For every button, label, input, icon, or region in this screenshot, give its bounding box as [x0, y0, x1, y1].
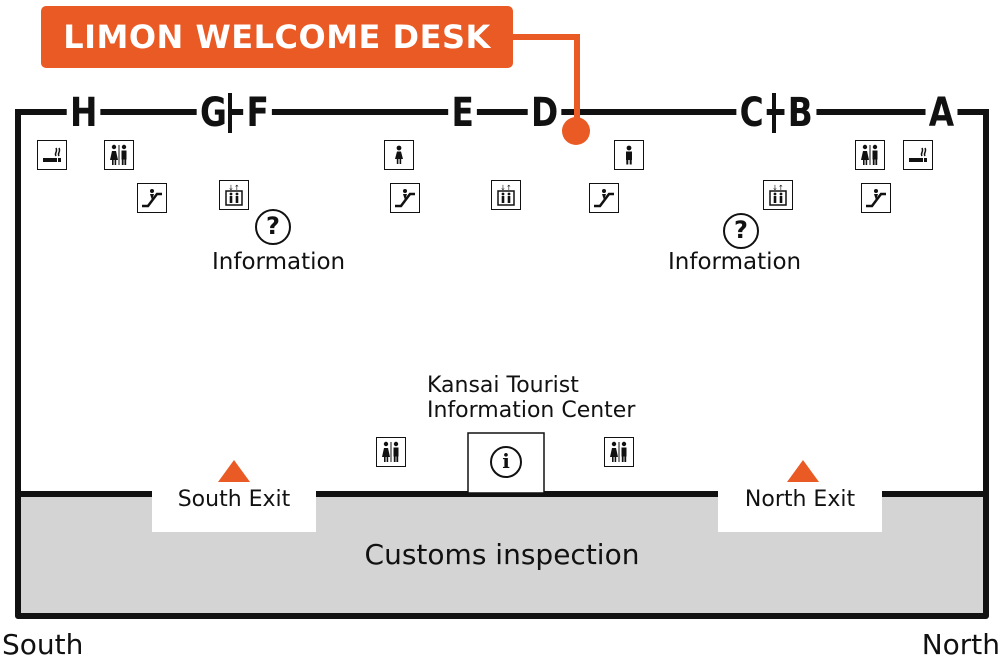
restroom-icon	[376, 437, 406, 467]
gate-f-label: F	[243, 88, 273, 138]
smoking-area-icon	[903, 140, 933, 170]
welcome-desk-marker	[562, 117, 590, 145]
elevator-icon: ↓↑	[763, 180, 793, 210]
elevator-icon: ↓↑	[219, 180, 249, 210]
information-icon: ?	[255, 209, 291, 245]
gate-c-label: C	[736, 88, 767, 138]
north-exit-gap	[718, 488, 882, 532]
south-exit-gap	[152, 488, 316, 532]
banner-leader-line	[505, 34, 580, 128]
gate-c-b-divider	[772, 93, 776, 133]
tourist-center-label-line2: Information Center	[427, 398, 636, 423]
svg-text:↓↑: ↓↑	[772, 184, 784, 192]
north-exit-label: North Exit	[744, 487, 856, 512]
svg-text:↓↑: ↓↑	[500, 184, 512, 192]
customs-inspection-label: Customs inspection	[364, 538, 640, 571]
gate-h-label: H	[66, 88, 101, 138]
information-icon: ?	[723, 213, 759, 249]
gate-d-label: D	[527, 88, 562, 138]
escalator-icon	[137, 183, 167, 213]
tourist-center-label-line1: Kansai Tourist	[427, 373, 579, 398]
womens-restroom-icon	[384, 140, 414, 170]
svg-text:↓↑: ↓↑	[228, 184, 240, 192]
escalator-icon	[861, 183, 891, 213]
restroom-icon	[104, 140, 134, 170]
gate-g-label: G	[196, 88, 231, 138]
terminal-outline	[15, 112, 989, 619]
north-direction-label: North	[921, 628, 1000, 661]
elevator-icon: ↓↑	[491, 180, 521, 210]
restroom-icon	[855, 140, 885, 170]
north-exit-arrow	[787, 460, 819, 482]
escalator-icon	[589, 183, 619, 213]
gate-e-label: E	[448, 88, 478, 138]
gate-g-f-divider	[228, 93, 232, 133]
escalator-icon	[390, 183, 420, 213]
gate-a-label: A	[925, 88, 958, 138]
gate-b-label: B	[784, 88, 817, 138]
tourist-info-icon: i	[490, 446, 522, 478]
information-label-left: Information	[212, 249, 346, 275]
smoking-area-icon	[37, 140, 67, 170]
south-direction-label: South	[2, 628, 84, 661]
mens-restroom-icon	[614, 140, 644, 170]
welcome-desk-banner: LIMON WELCOME DESK	[41, 6, 513, 68]
restroom-icon	[604, 437, 634, 467]
south-exit-arrow	[218, 460, 250, 482]
tourist-center-label: Kansai Tourist Information Center	[427, 373, 635, 423]
information-label-right: Information	[668, 249, 802, 275]
south-exit-label: South Exit	[177, 487, 291, 512]
